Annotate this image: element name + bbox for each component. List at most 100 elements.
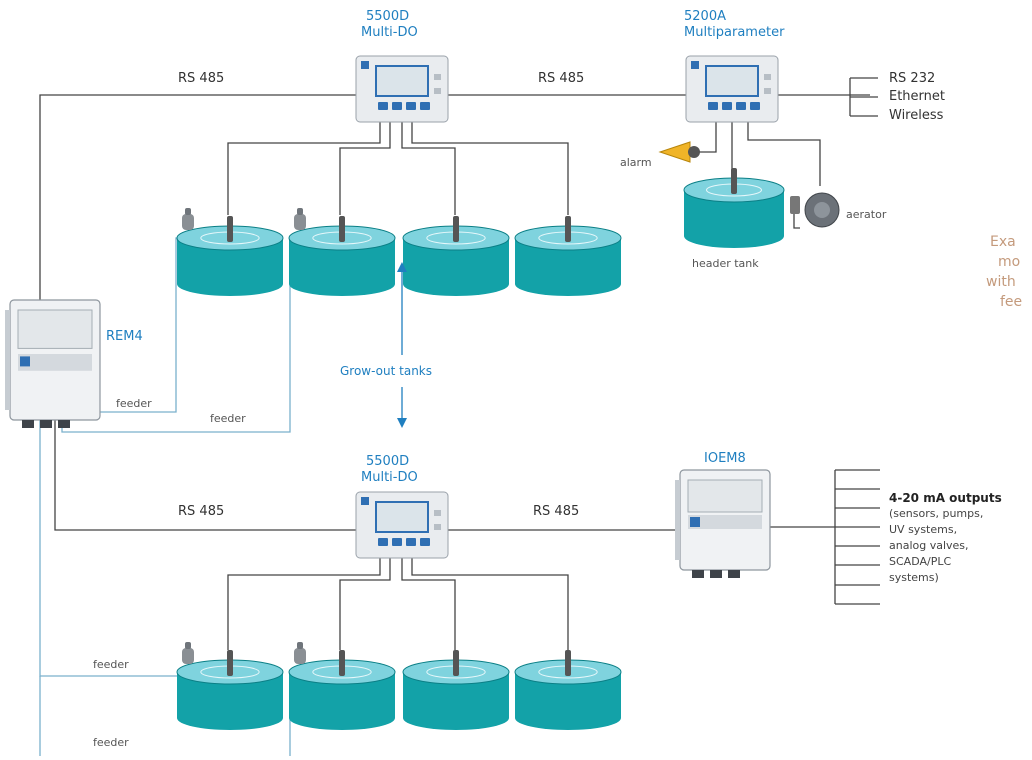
sensor-cable-bottom-3 <box>401 557 456 650</box>
controller-5500d-top-side-key-1 <box>434 74 441 80</box>
rs485-label-left-top: RS 485 <box>178 71 225 86</box>
multi-do-top-type: Multi-DO <box>361 25 418 40</box>
feeder-label-bottom-1: feeder <box>93 658 129 671</box>
controller-5200a-key-4 <box>750 102 760 110</box>
header-tank-body <box>684 190 784 248</box>
grow-out-tank-top-2-feeder-unit <box>294 214 306 230</box>
ioem8-model: IOEM8 <box>704 451 746 466</box>
rem4-enclosure-gland-2 <box>40 420 52 428</box>
controller-5500d-top-side-key-2 <box>434 88 441 94</box>
sensor-cable-top-1 <box>227 122 381 215</box>
ioem8-enclosure-label-band <box>688 515 762 529</box>
side-note-line-2: mo <box>998 254 1021 270</box>
aerator-filter <box>790 196 800 214</box>
grow-out-arrow <box>397 262 407 428</box>
feeder-label-top-1: feeder <box>116 397 152 410</box>
controller-5500d-bottom-key-1 <box>378 538 388 546</box>
aerator-label: aerator <box>846 208 887 221</box>
alarm-label: alarm <box>620 156 652 169</box>
feeder-label-bottom-2: feeder <box>93 736 129 749</box>
comm-output-lines <box>849 77 878 117</box>
grow-out-tank-bottom-2-body <box>289 672 395 730</box>
header-tank-sensor-probe <box>731 168 737 194</box>
rs485-label-mid-bottom: RS 485 <box>533 504 580 519</box>
ioem8-enclosure-panel <box>687 479 763 513</box>
controller-5500d-top-logo <box>361 61 369 69</box>
grow-out-tank-top-2-feeder-cap <box>297 208 303 215</box>
controller-5200a-key-1 <box>708 102 718 110</box>
comm-output-ethernet: Ethernet <box>889 89 945 104</box>
analog-outputs-line-5: systems) <box>889 571 939 584</box>
controller-5500d-bottom-logo <box>361 497 369 505</box>
devices-layer <box>5 55 840 578</box>
sensor-cable-top-2 <box>339 122 391 215</box>
ioem8-enclosure <box>675 469 771 578</box>
feeder-line-bottom-1 <box>39 420 178 677</box>
controller-5500d-top <box>355 55 449 123</box>
controller-5500d-top-key-4 <box>420 102 430 110</box>
sensor-cable-top-3 <box>401 122 456 215</box>
grow-out-tank-top-2 <box>288 208 396 296</box>
multiparameter-model: 5200A <box>684 9 726 24</box>
grow-out-tanks-label: Grow-out tanks <box>340 364 433 378</box>
sensor-cable-top-4 <box>411 122 569 215</box>
ioem8-enclosure-gland-1 <box>692 570 704 578</box>
header-tank-label: header tank <box>692 257 759 270</box>
grow-out-tank-bottom-1-sensor-probe <box>227 650 233 676</box>
controller-5500d-top-screen <box>375 65 429 97</box>
controller-5500d-bottom-key-3 <box>406 538 416 546</box>
rs485-label-mid-top: RS 485 <box>538 71 585 86</box>
controller-5200a-side-key-1 <box>764 74 771 80</box>
aerator-cable <box>747 122 821 186</box>
controller-5500d-bottom-screen <box>375 501 429 533</box>
grow-out-tank-bottom-2-feeder-unit <box>294 648 306 664</box>
analog-outputs-line-2: UV systems, <box>889 523 958 536</box>
grow-out-tank-bottom-1 <box>176 642 284 730</box>
header-tank <box>683 168 785 248</box>
grow-out-tank-bottom-3-sensor-probe <box>453 650 459 676</box>
side-note-line-1: Exa <box>990 234 1016 250</box>
feeder-label-top-2: feeder <box>210 412 246 425</box>
grow-out-tank-bottom-1-feeder-unit <box>182 648 194 664</box>
grow-out-tank-top-2-body <box>289 238 395 296</box>
grow-out-tank-bottom-2-sensor-probe <box>339 650 345 676</box>
analog-outputs-line-4: SCADA/PLC <box>889 555 952 568</box>
aerator-hub <box>814 202 830 218</box>
grow-out-tank-top-1-body <box>177 238 283 296</box>
controller-5500d-bottom-side-key-1 <box>434 510 441 516</box>
rem4-enclosure-gland-3 <box>58 420 70 428</box>
rem4-enclosure-label-band <box>18 354 92 371</box>
rem4-enclosure-hinge <box>5 310 10 410</box>
multi-do-bottom-type: Multi-DO <box>361 470 418 485</box>
grow-out-tank-bottom-2-feeder-cap <box>297 642 303 649</box>
grow-out-tank-top-2-sensor-probe <box>339 216 345 242</box>
ioem8-enclosure-hinge <box>675 480 680 560</box>
multiparameter-type: Multiparameter <box>684 25 785 40</box>
ioem8-enclosure-gland-3 <box>728 570 740 578</box>
rs485-label-left-bottom: RS 485 <box>178 504 225 519</box>
wiring-layer <box>39 77 880 650</box>
rem4-enclosure-logo <box>20 356 30 367</box>
rs485-line-top-left <box>39 94 356 300</box>
controller-5200a <box>685 55 779 123</box>
controller-5500d-bottom <box>355 491 449 559</box>
analog-outputs-line-1: (sensors, pumps, <box>889 507 984 520</box>
grow-out-tank-bottom-2 <box>288 642 396 730</box>
multi-do-top-model: 5500D <box>366 9 410 24</box>
grow-out-tank-top-1 <box>176 208 284 296</box>
controller-5500d-bottom-key-2 <box>392 538 402 546</box>
controller-5200a-key-3 <box>736 102 746 110</box>
rem4-enclosure-gland-1 <box>22 420 34 428</box>
sensor-cable-bottom-1 <box>227 557 381 650</box>
grow-out-tank-top-1-feeder-cap <box>185 208 191 215</box>
ioem8-enclosure-gland-2 <box>710 570 722 578</box>
grow-out-tank-bottom-4-sensor-probe <box>565 650 571 676</box>
grow-out-tank-bottom-4 <box>514 650 622 730</box>
side-note-line-4: fee <box>1000 294 1023 310</box>
rem4-enclosure <box>5 299 101 428</box>
grow-out-tank-top-4 <box>514 216 622 296</box>
alarm-horn-base <box>688 146 700 158</box>
controller-5500d-bottom-side-key-2 <box>434 524 441 530</box>
